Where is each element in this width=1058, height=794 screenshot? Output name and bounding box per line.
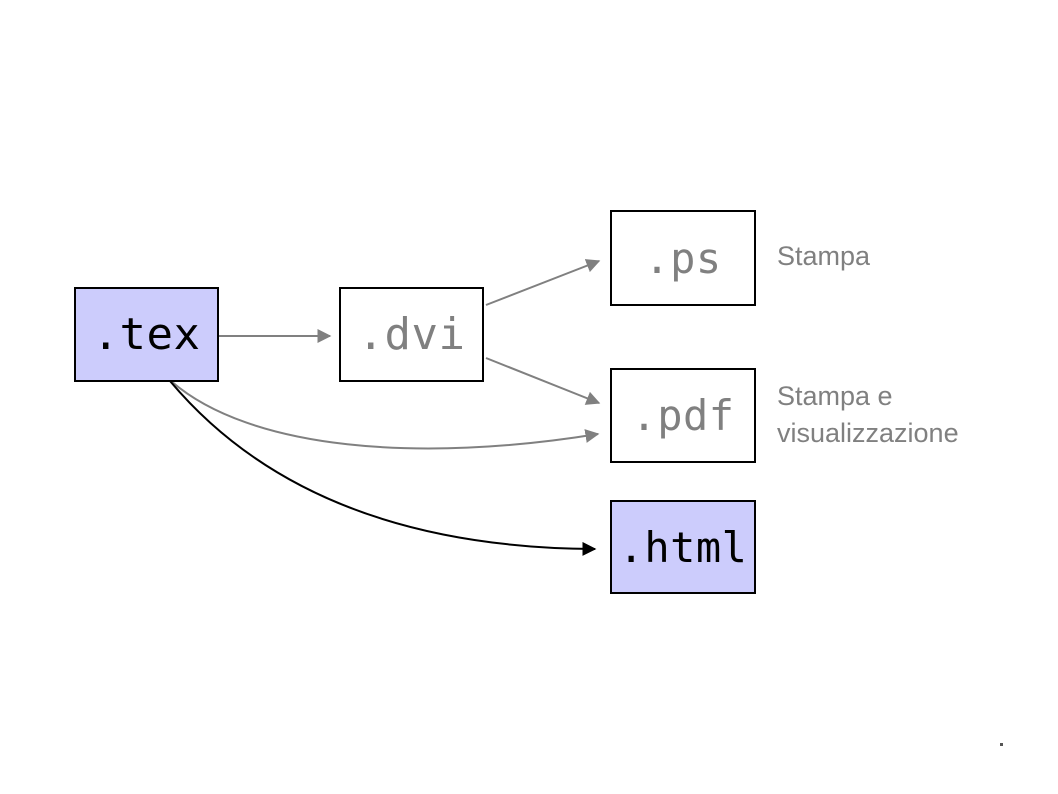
node-pdf[interactable]: .pdf [610, 368, 756, 463]
node-tex[interactable]: .tex [74, 287, 219, 382]
page-speck-artifact [1000, 743, 1003, 746]
node-dvi-label: .dvi [357, 309, 466, 360]
annotation-stampa-visualizzazione: Stampa e visualizzazione [777, 381, 959, 448]
edge-tex-to-html [169, 380, 597, 556]
edge-dvi-to-pdf [485, 357, 601, 405]
node-ps[interactable]: .ps [610, 210, 756, 306]
node-html[interactable]: .html [610, 500, 756, 594]
node-dvi[interactable]: .dvi [339, 287, 484, 382]
node-ps-label: .ps [644, 233, 722, 283]
annotation-stampa: Stampa [777, 241, 871, 271]
edge-dvi-to-ps [485, 259, 601, 306]
node-html-label: .html [618, 522, 748, 572]
node-pdf-label: .pdf [631, 391, 735, 440]
node-tex-label: .tex [92, 309, 201, 360]
edge-tex-to-pdf [170, 380, 600, 450]
